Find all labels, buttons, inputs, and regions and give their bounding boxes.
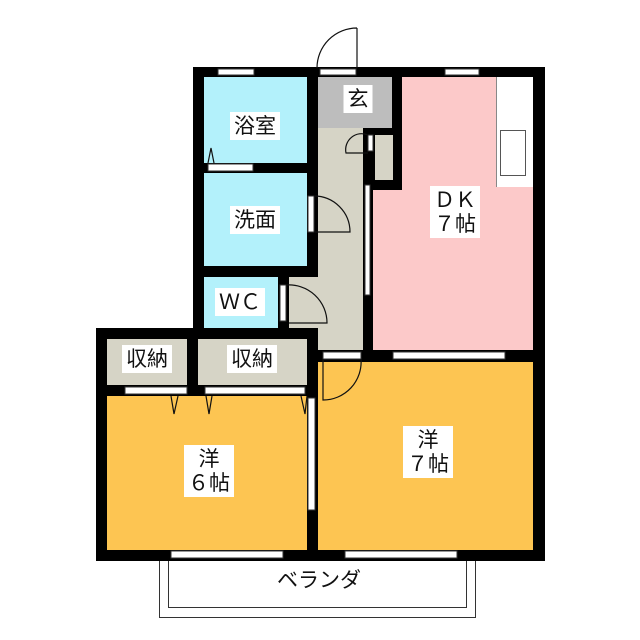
cabinet-door-frame <box>367 134 374 152</box>
shoe-cabinet <box>375 135 393 180</box>
label-bath: 浴室 <box>230 112 280 140</box>
western7-door-frame <box>322 351 362 360</box>
entrance-door-swing <box>316 27 358 69</box>
window <box>170 550 284 559</box>
entrance-door-frame <box>319 68 357 76</box>
wash-door-frame <box>307 195 315 233</box>
closet-door-marker <box>300 395 308 415</box>
label-balcony: ベランダ <box>277 568 361 592</box>
kitchen-sink <box>500 130 526 176</box>
sliding-door <box>364 184 371 296</box>
sliding-door <box>307 397 316 511</box>
window <box>344 550 458 559</box>
cabinet-door-swing <box>345 133 369 154</box>
window <box>444 68 480 76</box>
label-entrance: 玄 <box>343 85 373 113</box>
western7-door-swing <box>322 358 362 401</box>
closet-door-marker <box>205 395 213 415</box>
wc-door-frame <box>279 284 287 322</box>
wash-door-swing <box>313 195 351 233</box>
label-storage-1: 収納 <box>122 345 172 373</box>
window <box>392 351 506 360</box>
closet-door <box>204 386 306 395</box>
balcony <box>159 561 476 618</box>
closet-door-marker <box>170 395 179 415</box>
room-hallway-wc-area <box>289 277 363 328</box>
label-wc: ＷＣ <box>215 288 265 316</box>
wc-door-swing <box>285 284 328 324</box>
label-storage-2: 収納 <box>227 345 277 373</box>
closet-door <box>124 386 188 395</box>
bath-door <box>207 163 254 172</box>
bath-door-marker <box>207 147 215 164</box>
window <box>217 68 255 76</box>
balcony-inner <box>168 561 467 608</box>
label-washroom: 洗面 <box>230 206 280 234</box>
